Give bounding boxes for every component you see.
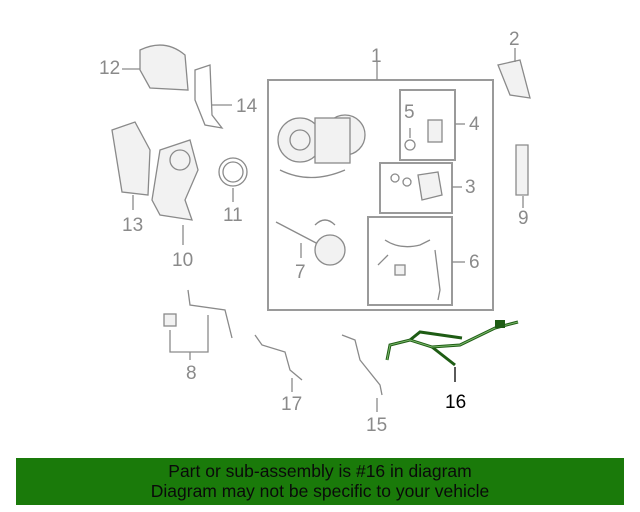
callout-1[interactable]: 1 (371, 46, 382, 67)
part-16-highlighted-pipe[interactable] (385, 320, 519, 382)
banner-part-line: Part or sub-assembly is #16 in diagram (168, 461, 472, 481)
wastegate-actuator[interactable] (275, 219, 346, 266)
callout-15[interactable]: 15 (366, 415, 388, 436)
callout-2[interactable]: 2 (509, 29, 520, 50)
part-17-pipe (254, 334, 303, 381)
banner-disclaimer-line: Diagram may not be specific to your vehi… (150, 481, 490, 501)
info-banner: Part or sub-assembly is #16 in diagram D… (16, 458, 624, 505)
part-9 (515, 144, 529, 196)
callout-11[interactable]: 11 (223, 205, 243, 226)
subassembly-box-4 (399, 89, 456, 161)
part-11-gasket (218, 157, 248, 187)
part-15-pipe (341, 334, 383, 396)
part-12-heat-shield (139, 44, 189, 91)
callout-3[interactable]: 3 (465, 177, 476, 198)
callout-13[interactable]: 13 (122, 215, 144, 236)
callout-14[interactable]: 14 (236, 96, 258, 117)
subassembly-box-6 (367, 216, 453, 306)
callout-4[interactable]: 4 (469, 114, 480, 135)
part-2 (497, 59, 531, 99)
subassembly-box-3 (379, 162, 453, 214)
parts-diagram (111, 44, 531, 412)
turbocharger[interactable] (277, 114, 366, 179)
assembly-box-1 (267, 79, 494, 311)
callout-5[interactable]: 5 (404, 102, 415, 123)
callout-7[interactable]: 7 (295, 262, 306, 283)
callout-12[interactable]: 12 (99, 58, 121, 79)
callout-8[interactable]: 8 (186, 363, 197, 384)
part-8 (187, 289, 233, 339)
callout-6[interactable]: 6 (469, 252, 480, 273)
callout-10[interactable]: 10 (172, 250, 194, 271)
part-10 (151, 139, 199, 221)
callout-16[interactable]: 16 (445, 392, 467, 413)
part-13 (111, 121, 151, 196)
part-14-bracket (194, 64, 224, 129)
callout-17[interactable]: 17 (281, 394, 303, 415)
callout-9[interactable]: 9 (518, 208, 529, 229)
